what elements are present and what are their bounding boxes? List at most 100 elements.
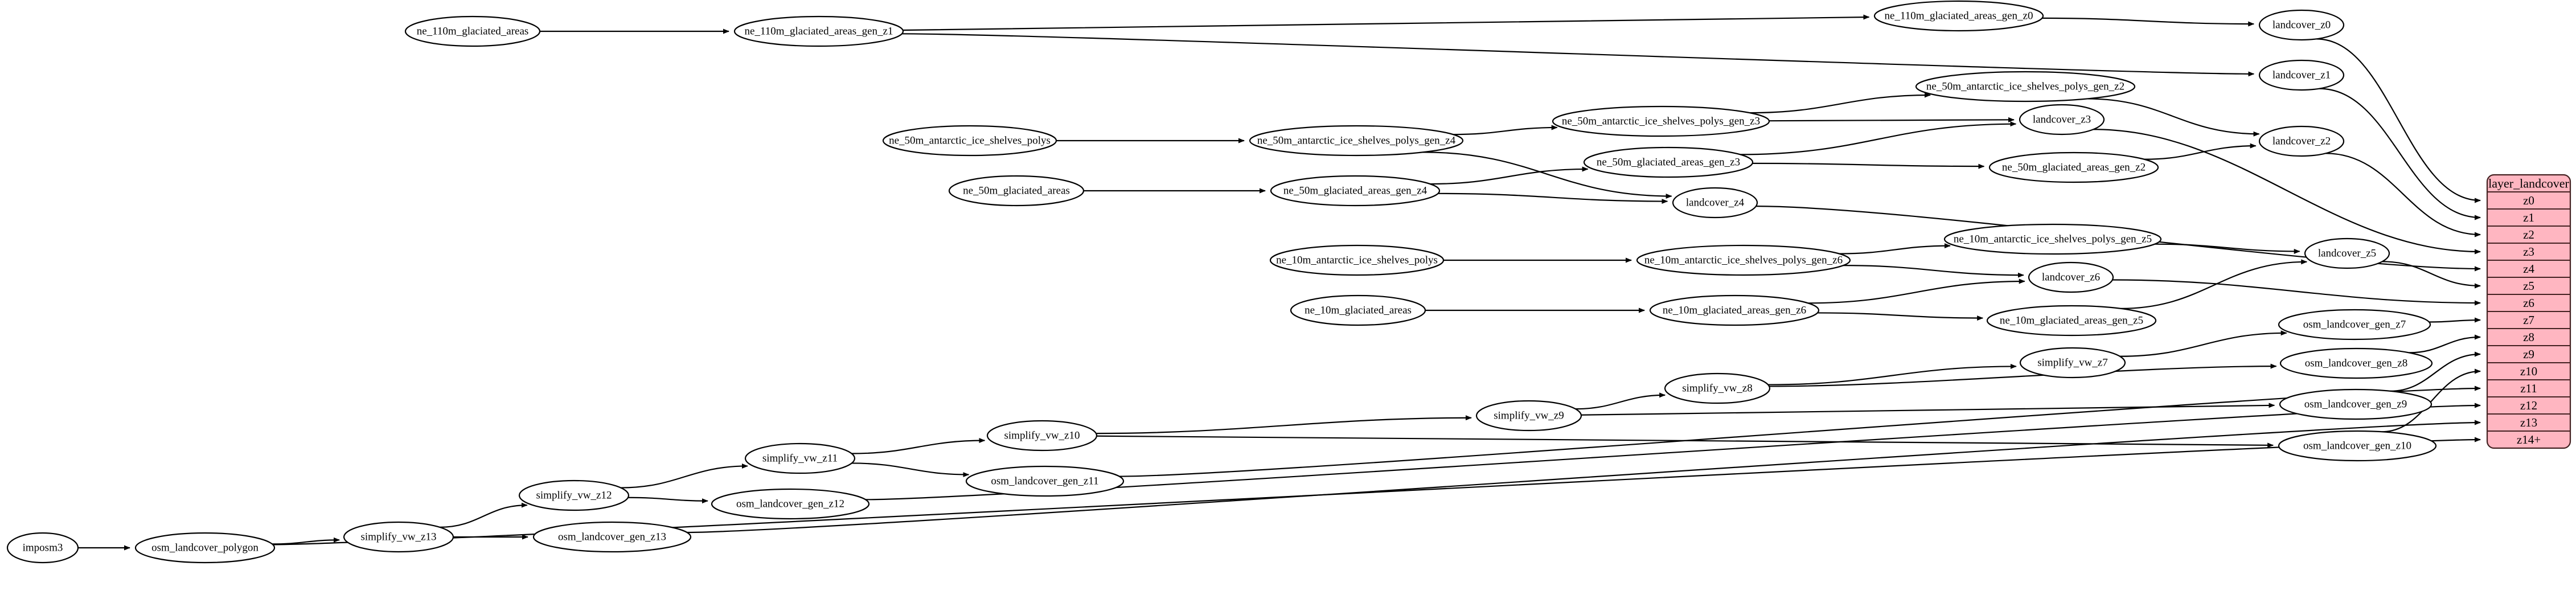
node-label: landcover_z4 <box>1686 197 1745 209</box>
edge-osm_landcover_gen_z7-to-layer_landcover-z7 <box>2429 317 2481 323</box>
node-label: landcover_z1 <box>2273 69 2331 81</box>
node-label: simplify_vw_z9 <box>1494 410 1564 422</box>
table-row-z11[interactable]: z11 <box>2520 382 2537 395</box>
table-header: layer_landcover <box>2488 177 2569 191</box>
node-landcover_z2[interactable]: landcover_z2 <box>2258 125 2345 157</box>
table-row-z0[interactable]: z0 <box>2523 194 2534 207</box>
node-ne_50m_antarctic_ice_shelves_polys_gen_z2[interactable]: ne_50m_antarctic_ice_shelves_polys_gen_z… <box>1915 71 2136 102</box>
node-landcover_z3[interactable]: landcover_z3 <box>2019 104 2105 136</box>
node-ne_110m_glaciated_areas[interactable]: ne_110m_glaciated_areas <box>404 15 541 47</box>
table-row-z8[interactable]: z8 <box>2523 330 2534 344</box>
edge-ne_110m_glaciated_areas_gen_z1-to-landcover_z1 <box>901 33 2255 77</box>
layer-landcover-table-group[interactable]: layer_landcover z0 z1 z2 z3 z4 z5 z6 z7 z8 z9 z10 z1… <box>2486 174 2571 449</box>
edge-ne_110m_glaciated_areas_gen_z1-to-ne_110m_glaciated_areas_gen_z0 <box>903 14 1870 31</box>
node-ne_10m_glaciated_areas[interactable]: ne_10m_glaciated_areas <box>1290 294 1426 326</box>
edge-ne_50m_glaciated_areas_gen_z4-to-ne_50m_glaciated_areas_gen_z3 <box>1430 166 1589 185</box>
node-label: ne_50m_antarctic_ice_shelves_polys <box>889 135 1051 147</box>
node-landcover_z5[interactable]: landcover_z5 <box>2304 237 2390 269</box>
node-ne_50m_antarctic_ice_shelves_polys[interactable]: ne_50m_antarctic_ice_shelves_polys <box>882 125 1057 157</box>
node-osm_landcover_gen_z9[interactable]: osm_landcover_gen_z9 <box>2279 388 2433 420</box>
table-row-z10[interactable]: z10 <box>2520 364 2537 378</box>
edge-ne_10m_glaciated_areas_gen_z6-to-landcover_z6 <box>1808 278 2025 304</box>
node-landcover_z0[interactable]: landcover_z0 <box>2258 9 2345 41</box>
node-osm_landcover_polygon[interactable]: osm_landcover_polygon <box>134 532 276 564</box>
node-label: osm_landcover_polygon <box>151 542 259 554</box>
node-label: landcover_z0 <box>2273 19 2331 31</box>
node-label: ne_50m_glaciated_areas <box>963 185 1070 197</box>
node-osm_landcover_gen_z11[interactable]: osm_landcover_gen_z11 <box>965 465 1125 497</box>
table-row-z6[interactable]: z6 <box>2523 296 2534 310</box>
node-simplify_vw_z7[interactable]: simplify_vw_z7 <box>2019 347 2126 379</box>
node-label: ne_50m_glaciated_areas_gen_z3 <box>1597 157 1740 169</box>
node-osm_landcover_gen_z8[interactable]: osm_landcover_gen_z8 <box>2279 347 2433 379</box>
edge-simplify_vw_z12-to-osm_landcover_gen_z12 <box>627 497 708 504</box>
edge-landcover_z0-to-layer_landcover-z0 <box>2316 38 2481 203</box>
edge-osm_landcover_gen_z9-to-layer_landcover-z9 <box>2390 351 2481 392</box>
node-ne_10m_antarctic_ice_shelves_polys_gen_z5[interactable]: ne_10m_antarctic_ice_shelves_polys_gen_z… <box>1943 223 2162 255</box>
edge-simplify_vw_z11-to-osm_landcover_gen_z11 <box>851 462 970 477</box>
node-label: simplify_vw_z11 <box>762 453 838 465</box>
edge-landcover_z1-to-layer_landcover-z1 <box>2319 88 2481 220</box>
node-osm_landcover_gen_z12[interactable]: osm_landcover_gen_z12 <box>711 488 870 520</box>
node-label: ne_10m_antarctic_ice_shelves_polys_gen_z… <box>1954 233 2152 245</box>
table-row-z4[interactable]: z4 <box>2523 262 2534 276</box>
table-row-z12[interactable]: z12 <box>2520 399 2537 412</box>
table-row-z5[interactable]: z5 <box>2523 279 2534 293</box>
edge-simplify_vw_z12-to-simplify_vw_z11 <box>621 463 748 489</box>
edge-ne_10m_antarctic_ice_shelves_polys_gen_z6-to-ne_10m_antarctic_ice_shelves_polys_gen_z5 <box>1839 243 1951 255</box>
node-ne_50m_antarctic_ice_shelves_polys_gen_z4[interactable]: ne_50m_antarctic_ice_shelves_polys_gen_z… <box>1249 125 1464 157</box>
table-row-z3[interactable]: z3 <box>2523 245 2534 259</box>
node-ne_10m_antarctic_ice_shelves_polys_gen_z6[interactable]: ne_10m_antarctic_ice_shelves_polys_gen_z… <box>1636 244 1851 276</box>
node-osm_landcover_gen_z10[interactable]: osm_landcover_gen_z10 <box>2278 430 2437 462</box>
node-simplify_vw_z10[interactable]: simplify_vw_z10 <box>986 420 1098 452</box>
node-simplify_vw_z13[interactable]: simplify_vw_z13 <box>343 521 454 553</box>
node-ne_50m_glaciated_areas[interactable]: ne_50m_glaciated_areas <box>948 175 1085 207</box>
edge-ne_50m_glaciated_areas_gen_z2-to-landcover_z2 <box>2144 143 2257 160</box>
table-row-z1[interactable]: z1 <box>2523 211 2534 224</box>
edge-ne_50m_antarctic_ice_shelves_polys_gen_z4-to-ne_50m_antarctic_ice_shelves_polys_gen_z3 <box>1453 125 1558 136</box>
node-simplify_vw_z12[interactable]: simplify_vw_z12 <box>518 479 630 511</box>
node-simplify_vw_z11[interactable]: simplify_vw_z11 <box>744 442 856 474</box>
node-ne_10m_glaciated_areas_gen_z6[interactable]: ne_10m_glaciated_areas_gen_z6 <box>1649 294 1820 326</box>
node-osm_landcover_gen_z7[interactable]: osm_landcover_gen_z7 <box>2278 309 2431 341</box>
edge-osm_landcover_gen_z8-to-layer_landcover-z8 <box>2409 334 2481 354</box>
node-landcover_z6[interactable]: landcover_z6 <box>2028 261 2114 293</box>
node-label: ne_10m_glaciated_areas_gen_z6 <box>1663 305 1806 317</box>
edge-simplify_vw_z8-to-simplify_vw_z7 <box>1768 363 2017 386</box>
node-simplify_vw_z9[interactable]: simplify_vw_z9 <box>1475 400 1582 432</box>
node-label: ne_50m_antarctic_ice_shelves_polys_gen_z… <box>1926 81 2124 93</box>
table-row-z14+[interactable]: z14+ <box>2517 433 2541 446</box>
table-row-z9[interactable]: z9 <box>2523 347 2534 361</box>
node-label: osm_landcover_gen_z12 <box>736 498 844 510</box>
node-imposm3[interactable]: imposm3 <box>6 532 79 564</box>
edge-layer <box>78 14 2481 551</box>
node-label: simplify_vw_z7 <box>2037 357 2108 369</box>
node-ne_50m_glaciated_areas_gen_z4[interactable]: ne_50m_glaciated_areas_gen_z4 <box>1270 175 1441 207</box>
edge-osm_landcover_gen_z10-to-layer_landcover-z10 <box>2381 368 2481 433</box>
table-row-z13[interactable]: z13 <box>2520 416 2537 429</box>
node-landcover_z4[interactable]: landcover_z4 <box>1672 187 1758 219</box>
node-ne_10m_antarctic_ice_shelves_polys[interactable]: ne_10m_antarctic_ice_shelves_polys <box>1269 244 1445 276</box>
node-ne_110m_glaciated_areas_gen_z1[interactable]: ne_110m_glaciated_areas_gen_z1 <box>733 15 904 47</box>
edge-ne_50m_glaciated_areas_gen_z3-to-ne_50m_glaciated_areas_gen_z2 <box>1752 162 1985 169</box>
node-label: landcover_z5 <box>2318 248 2376 260</box>
node-simplify_vw_z8[interactable]: simplify_vw_z8 <box>1664 372 1771 404</box>
layer-landcover-table: layer_landcover z0 z1 z2 z3 z4 z5 z6 z7 z8 z9 z10 z1… <box>2486 174 2571 449</box>
node-ne_110m_glaciated_areas_gen_z0[interactable]: ne_110m_glaciated_areas_gen_z0 <box>1873 0 2044 32</box>
edge-ne_10m_glaciated_areas_gen_z5-to-landcover_z5 <box>2120 259 2308 310</box>
table-row-z2[interactable]: z2 <box>2523 228 2534 241</box>
node-osm_landcover_gen_z13[interactable]: osm_landcover_gen_z13 <box>532 521 692 553</box>
node-label: ne_110m_glaciated_areas_gen_z0 <box>1885 10 2033 22</box>
node-label: osm_landcover_gen_z13 <box>558 531 666 543</box>
table-row-z7[interactable]: z7 <box>2523 313 2534 327</box>
node-ne_50m_glaciated_areas_gen_z2[interactable]: ne_50m_glaciated_areas_gen_z2 <box>1988 151 2159 183</box>
node-label: ne_10m_glaciated_areas <box>1305 305 1412 317</box>
node-ne_50m_antarctic_ice_shelves_polys_gen_z3[interactable]: ne_50m_antarctic_ice_shelves_polys_gen_z… <box>1552 105 1770 137</box>
edge-ne_50m_antarctic_ice_shelves_polys_gen_z4-to-landcover_z4 <box>1423 151 1672 199</box>
node-landcover_z1[interactable]: landcover_z1 <box>2258 59 2345 91</box>
node-label: ne_50m_glaciated_areas_gen_z4 <box>1283 185 1428 197</box>
node-label: osm_landcover_gen_z8 <box>2305 358 2407 370</box>
node-ne_50m_glaciated_areas_gen_z3[interactable]: ne_50m_glaciated_areas_gen_z3 <box>1583 146 1754 178</box>
node-ne_10m_glaciated_areas_gen_z5[interactable]: ne_10m_glaciated_areas_gen_z5 <box>1986 305 2157 337</box>
edge-simplify_vw_z8-to-osm_landcover_gen_z8 <box>1769 363 2277 387</box>
